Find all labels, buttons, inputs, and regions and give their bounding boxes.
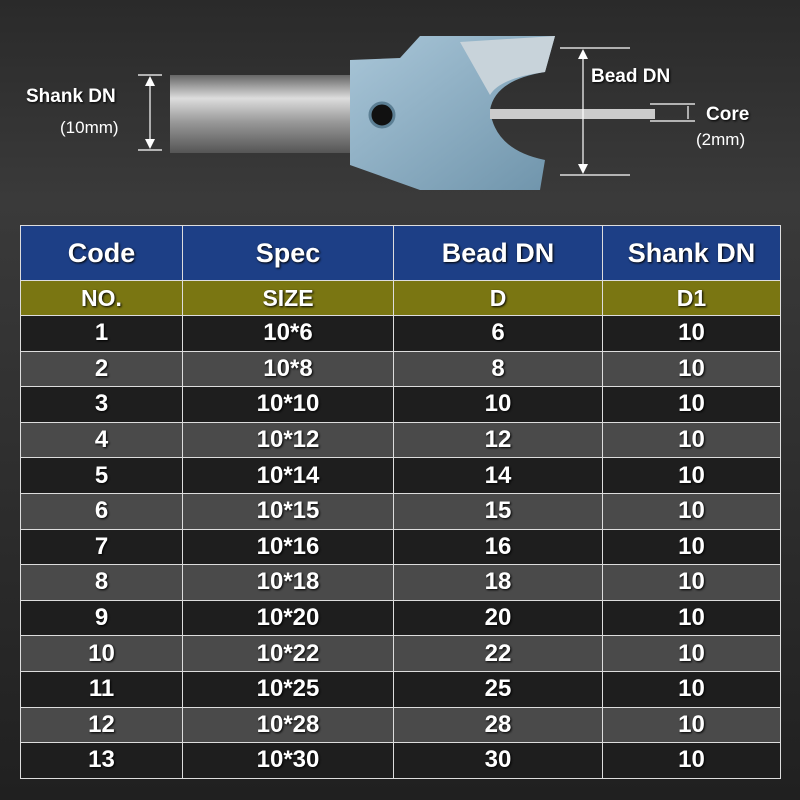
cell-code: 6 bbox=[20, 492, 183, 530]
cell-bead-dn: 25 bbox=[393, 670, 603, 708]
cell-shank-dn: 10 bbox=[602, 421, 781, 459]
cell-code: 8 bbox=[20, 564, 183, 601]
cell-code: 10 bbox=[20, 635, 183, 672]
cell-bead-dn: 10 bbox=[393, 386, 603, 423]
cell-code: 3 bbox=[20, 386, 183, 423]
core-size-label: (2mm) bbox=[696, 130, 746, 149]
cell-shank-dn: 10 bbox=[602, 742, 781, 779]
cell-spec: 10*16 bbox=[182, 528, 394, 566]
subheader-no: NO. bbox=[20, 280, 183, 316]
cell-code: 7 bbox=[20, 528, 183, 566]
cell-spec: 10*30 bbox=[182, 742, 394, 779]
cell-spec: 10*28 bbox=[182, 706, 394, 744]
subheader-row: NO. SIZE D D1 bbox=[20, 280, 781, 316]
cell-code: 11 bbox=[20, 670, 183, 708]
cell-code: 4 bbox=[20, 421, 183, 459]
cell-shank-dn: 10 bbox=[602, 350, 781, 388]
cell-spec: 10*8 bbox=[182, 350, 394, 388]
cell-spec: 10*20 bbox=[182, 599, 394, 637]
cell-shank-dn: 10 bbox=[602, 492, 781, 530]
cell-shank-dn: 10 bbox=[602, 670, 781, 708]
cell-shank-dn: 10 bbox=[602, 706, 781, 744]
cell-code: 9 bbox=[20, 599, 183, 637]
subheader-d1: D1 bbox=[602, 280, 781, 316]
subheader-d: D bbox=[393, 280, 603, 316]
cell-bead-dn: 15 bbox=[393, 492, 603, 530]
cell-code: 5 bbox=[20, 457, 183, 494]
shank-size-label: (10mm) bbox=[60, 118, 119, 137]
subheader-size: SIZE bbox=[182, 280, 394, 316]
cell-bead-dn: 28 bbox=[393, 706, 603, 744]
cell-spec: 10*15 bbox=[182, 492, 394, 530]
cell-shank-dn: 10 bbox=[602, 599, 781, 637]
cell-code: 12 bbox=[20, 706, 183, 744]
cell-spec: 10*25 bbox=[182, 670, 394, 708]
cell-bead-dn: 6 bbox=[393, 315, 603, 352]
cell-shank-dn: 10 bbox=[602, 528, 781, 566]
cell-code: 1 bbox=[20, 315, 183, 352]
cell-shank-dn: 10 bbox=[602, 635, 781, 672]
cell-spec: 10*10 bbox=[182, 386, 394, 423]
cell-spec: 10*22 bbox=[182, 635, 394, 672]
cell-spec: 10*18 bbox=[182, 564, 394, 601]
header-code: Code bbox=[20, 225, 183, 281]
header-shank-dn: Shank DN bbox=[602, 225, 781, 281]
cell-bead-dn: 14 bbox=[393, 457, 603, 494]
shank-dn-label: Shank DN bbox=[26, 86, 116, 107]
cell-bead-dn: 20 bbox=[393, 599, 603, 637]
cell-shank-dn: 10 bbox=[602, 564, 781, 601]
cell-bead-dn: 18 bbox=[393, 564, 603, 601]
cell-bead-dn: 22 bbox=[393, 635, 603, 672]
cell-spec: 10*14 bbox=[182, 457, 394, 494]
spec-table: Code Spec Bead DN Shank DN NO. SIZE D D1… bbox=[20, 225, 781, 779]
core-label: Core bbox=[706, 104, 750, 125]
cell-bead-dn: 12 bbox=[393, 421, 603, 459]
cell-shank-dn: 10 bbox=[602, 315, 781, 352]
header-row: Code Spec Bead DN Shank DN bbox=[20, 225, 781, 281]
cell-bead-dn: 30 bbox=[393, 742, 603, 779]
header-spec: Spec bbox=[182, 225, 394, 281]
cell-spec: 10*6 bbox=[182, 315, 394, 352]
router-bit-image bbox=[138, 36, 695, 190]
bead-dn-label: Bead DN bbox=[591, 66, 671, 87]
cell-bead-dn: 16 bbox=[393, 528, 603, 566]
cell-bead-dn: 8 bbox=[393, 350, 603, 388]
cell-shank-dn: 10 bbox=[602, 457, 781, 494]
header-bead-dn: Bead DN bbox=[393, 225, 603, 281]
cell-code: 13 bbox=[20, 742, 183, 779]
cell-shank-dn: 10 bbox=[602, 386, 781, 423]
cell-code: 2 bbox=[20, 350, 183, 388]
cell-spec: 10*12 bbox=[182, 421, 394, 459]
